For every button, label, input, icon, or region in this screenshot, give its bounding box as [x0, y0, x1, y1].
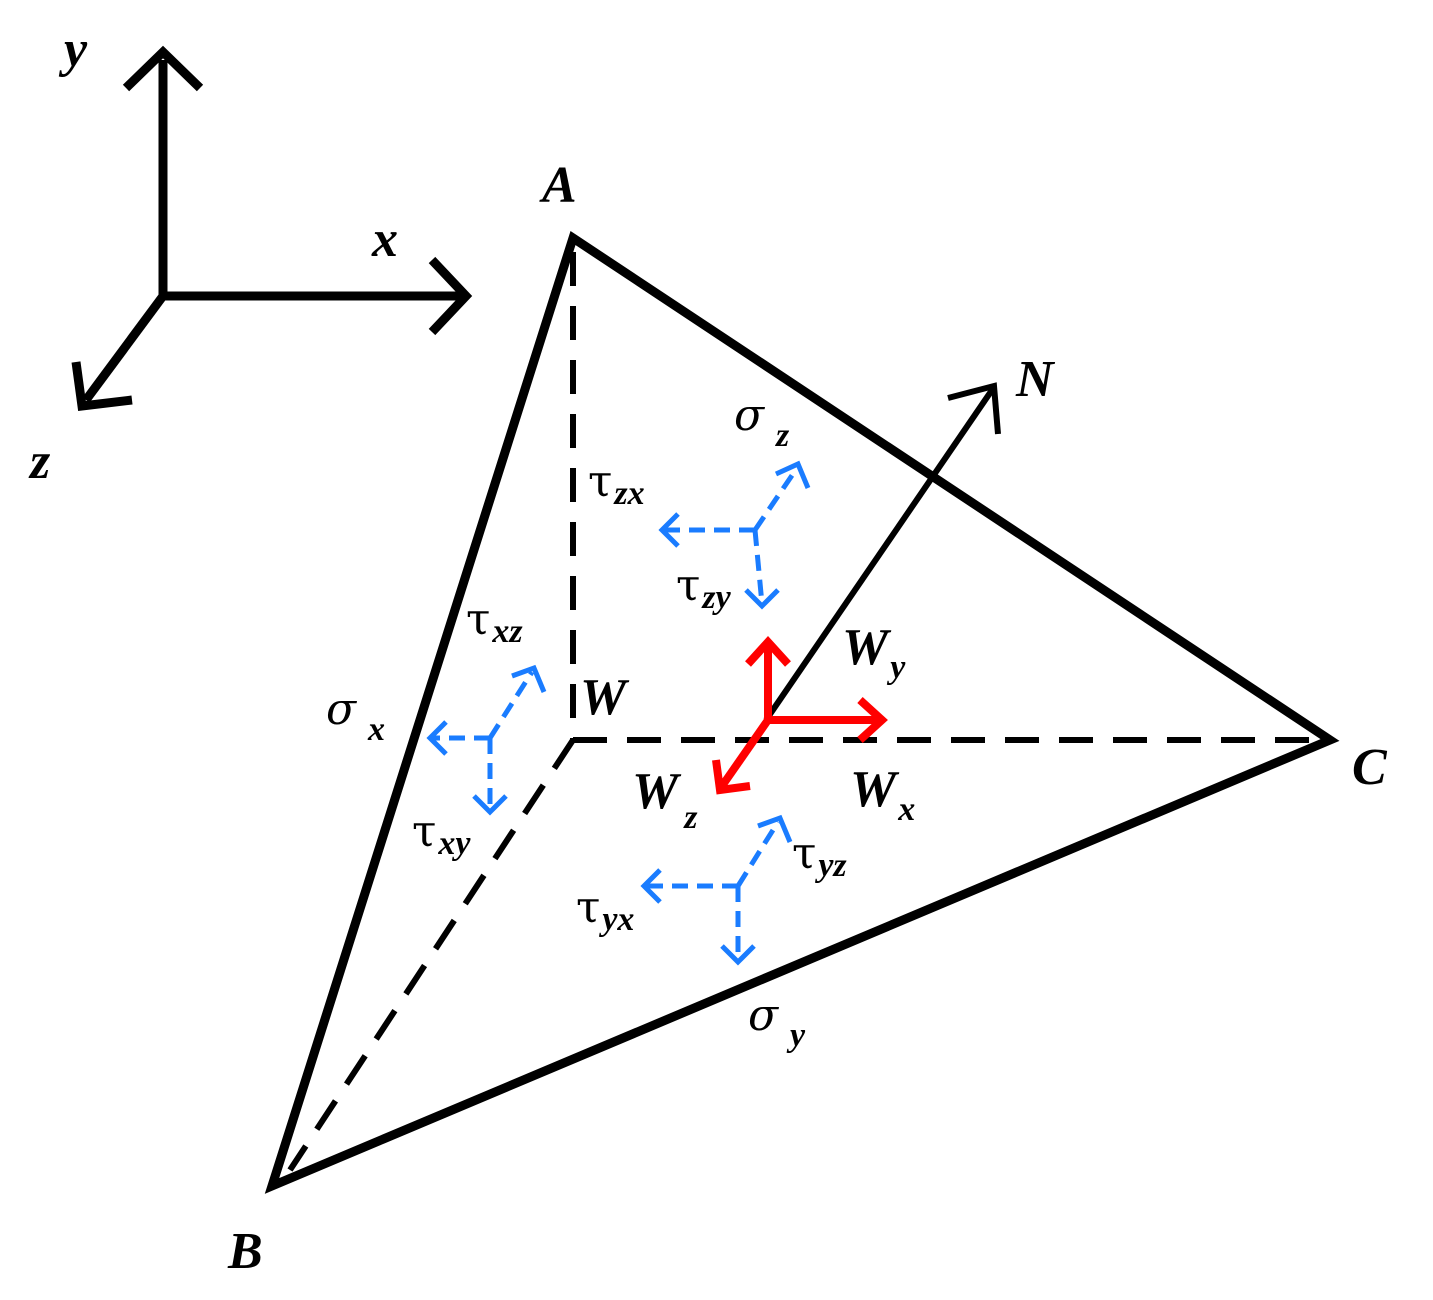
z-axis — [82, 293, 167, 403]
shear-arrows-y-face — [644, 820, 781, 960]
body-force-arrows — [712, 636, 888, 795]
wx-label: Wx — [850, 761, 915, 828]
y-axis-arrowhead — [122, 45, 204, 92]
shear-arrowheads-x-face — [426, 664, 547, 816]
tau-yz-label: τyz — [792, 828, 847, 884]
wy-label: Wy — [842, 619, 906, 686]
edge-wb-dashed — [287, 738, 576, 1172]
shear-arrowheads-y-face — [640, 814, 793, 966]
vertex-w-label: W — [580, 669, 630, 726]
wz-arrow — [718, 717, 772, 789]
shear-arrows-x-face — [430, 670, 535, 810]
vertex-c-label: C — [1352, 739, 1388, 796]
vertex-a-label: A — [539, 157, 577, 214]
wx-arrowhead — [857, 697, 888, 743]
tau-zy-label: τzy — [676, 560, 732, 616]
x-axis-label: x — [371, 211, 398, 268]
shear-arrowheads-z-face — [658, 460, 811, 610]
normal-vector-n — [763, 382, 1001, 722]
hidden-edges — [287, 252, 1325, 1172]
normal-arrowhead — [947, 382, 1001, 435]
y-axis-label: y — [58, 21, 88, 78]
x-axis-arrowhead — [428, 256, 473, 336]
tau-zx-label: τzx — [588, 456, 645, 512]
shear-arrows-z-face — [664, 466, 800, 605]
wy-arrowhead — [745, 636, 791, 667]
wz-arrowhead — [712, 759, 751, 795]
normal-n-label: N — [1015, 351, 1056, 408]
tau-yx-label: τyx — [576, 882, 634, 938]
tau-xy-label: τxy — [412, 806, 471, 862]
triangle-abc — [264, 230, 1340, 1194]
tau-xz-label: τxz — [466, 594, 523, 650]
z-axis-arrowhead — [71, 361, 133, 411]
z-axis-label: z — [28, 433, 51, 490]
coordinate-axes — [71, 45, 473, 411]
vertex-b-label: B — [227, 1223, 263, 1280]
